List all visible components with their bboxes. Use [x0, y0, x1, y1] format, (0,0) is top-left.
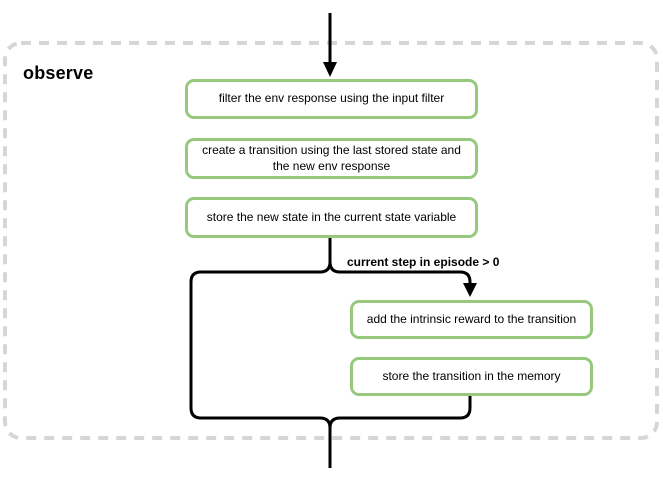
condition-label: current step in episode > 0: [347, 255, 500, 269]
flow-node-label: create a transition using the last store…: [202, 142, 461, 173]
group-title: observe: [23, 63, 94, 83]
condition-arrowhead-icon: [463, 283, 477, 297]
flow-node-store-new-state: store the new state in the current state…: [185, 197, 478, 238]
condition-branch-line: [328, 261, 472, 284]
bypass-branch-line: [189, 238, 332, 468]
flow-node-label: filter the env response using the input …: [218, 91, 445, 106]
flow-node-create-transition: create a transition using the last store…: [185, 138, 478, 179]
flow-node-filter-env-response: filter the env response using the input …: [185, 79, 478, 119]
flow-node-label: store the new state in the current state…: [206, 209, 457, 224]
incoming-arrowhead-icon: [323, 62, 337, 77]
flow-node-label: add the intrinsic reward to the transiti…: [366, 311, 577, 326]
merge-line: [328, 396, 472, 429]
flow-node-add-intrinsic-reward: add the intrinsic reward to the transiti…: [350, 300, 593, 339]
flow-node-store-transition: store the transition in the memory: [350, 357, 593, 396]
flow-node-label: store the transition in the memory: [382, 368, 561, 383]
